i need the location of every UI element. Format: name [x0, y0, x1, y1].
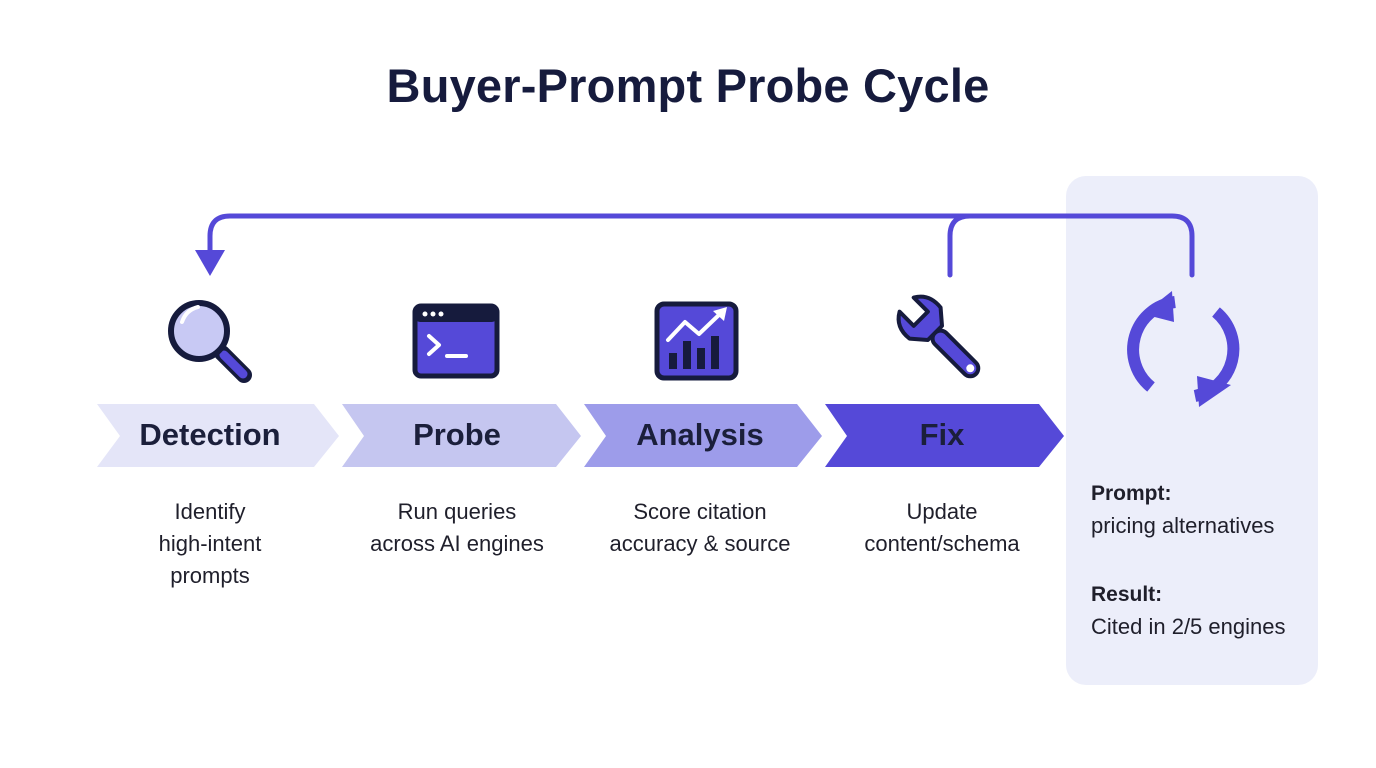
step-label-probe: Probe	[413, 417, 501, 452]
step-desc-line: Run queries	[397, 499, 517, 524]
step-desc-line: content/schema	[864, 531, 1020, 556]
step-desc-probe: Run queries across AI engines	[337, 496, 577, 560]
step-desc-line: Update	[906, 499, 978, 524]
chevron-analysis	[584, 404, 822, 467]
result-label: Result:	[1091, 583, 1163, 606]
magnifier-icon	[168, 300, 252, 383]
step-desc-line: accuracy & source	[609, 531, 791, 556]
step-desc-line: Score citation	[633, 499, 767, 524]
line-chart-icon	[654, 301, 739, 381]
prompt-value: pricing alternatives	[1091, 513, 1275, 538]
chevron-fix	[825, 404, 1064, 467]
result-block: Result: Cited in 2/5 engines	[1091, 579, 1285, 643]
step-desc-detection: Identify high-intent prompts	[90, 496, 330, 592]
step-desc-line: Identify	[174, 499, 246, 524]
prompt-block: Prompt: pricing alternatives	[1091, 478, 1274, 542]
step-desc-fix: Update content/schema	[822, 496, 1062, 560]
loop-line-main	[207, 213, 1195, 278]
step-label-analysis: Analysis	[636, 417, 764, 452]
step-desc-line: prompts	[170, 563, 250, 588]
loop-arrowhead	[195, 250, 225, 276]
step-desc-line: high-intent	[158, 531, 262, 556]
chevron-detection	[97, 404, 339, 467]
chevron-probe	[342, 404, 581, 467]
prompt-label: Prompt:	[1091, 482, 1172, 505]
loop-back-connector	[207, 213, 1195, 278]
wrench-icon	[896, 294, 981, 379]
terminal-window-icon	[412, 303, 500, 379]
step-desc-analysis: Score citation accuracy & source	[580, 496, 820, 560]
diagram-title: Buyer-Prompt Probe Cycle	[386, 59, 990, 112]
refresh-cycle-icon	[1127, 291, 1240, 407]
step-label-detection: Detection	[139, 417, 281, 452]
step-label-fix: Fix	[919, 417, 965, 452]
step-desc-line: across AI engines	[370, 531, 544, 556]
result-value: Cited in 2/5 engines	[1091, 614, 1286, 639]
loop-line-fix	[947, 213, 973, 278]
